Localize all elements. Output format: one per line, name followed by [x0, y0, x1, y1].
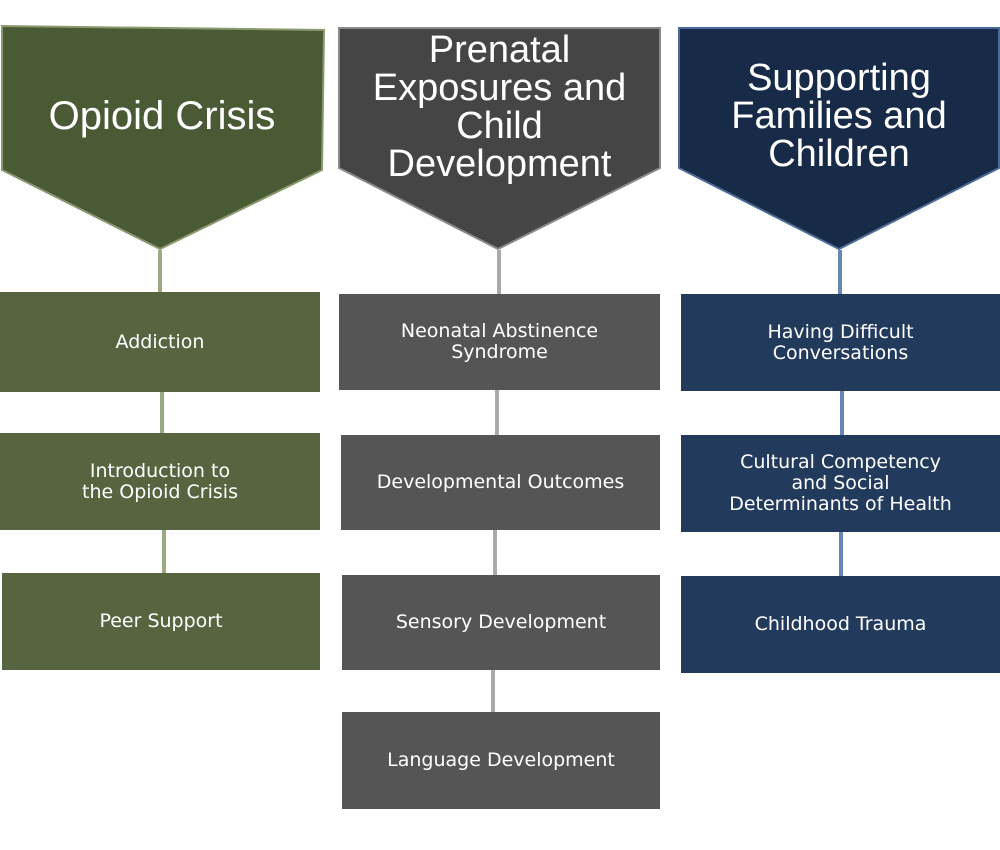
topic-box-having-difficult-conversations[interactable]: Having Difficult Conversations [681, 294, 1000, 391]
topic-box-neonatal-abstinence-syndrome[interactable]: Neonatal Abstinence Syndrome [339, 294, 660, 390]
connector-line [840, 391, 844, 436]
topic-box-sensory-development[interactable]: Sensory Development [342, 575, 660, 670]
connector-line [497, 250, 501, 295]
topic-box-cultural-competency[interactable]: Cultural Competency and Social Determina… [681, 435, 1000, 532]
connector-line [839, 532, 843, 577]
column-title-opioid-crisis: Opioid Crisis [48, 94, 276, 138]
connector-line [838, 250, 842, 295]
topic-box-peer-support[interactable]: Peer Support [2, 573, 320, 670]
connector-line [158, 250, 162, 294]
topic-box-addiction[interactable]: Addiction [0, 292, 320, 392]
header-chevron-prenatal-exposures [338, 27, 661, 251]
connector-line [160, 392, 164, 434]
column-title-supporting-families: Supporting Families and Children [731, 57, 947, 175]
topic-box-childhood-trauma[interactable]: Childhood Trauma [681, 576, 1000, 673]
connector-line [491, 670, 495, 713]
connector-line [495, 390, 499, 436]
connector-line [493, 530, 497, 576]
topic-box-introduction-opioid-crisis[interactable]: Introduction to the Opioid Crisis [0, 433, 320, 530]
header-chevron-opioid-crisis [1, 24, 326, 251]
topic-box-language-development[interactable]: Language Development [342, 712, 660, 809]
column-title-prenatal-exposures: Prenatal Exposures and Child Development [372, 29, 627, 185]
topic-box-developmental-outcomes[interactable]: Developmental Outcomes [341, 435, 660, 530]
header-chevron-supporting-families [678, 27, 1000, 251]
connector-line [162, 530, 166, 574]
